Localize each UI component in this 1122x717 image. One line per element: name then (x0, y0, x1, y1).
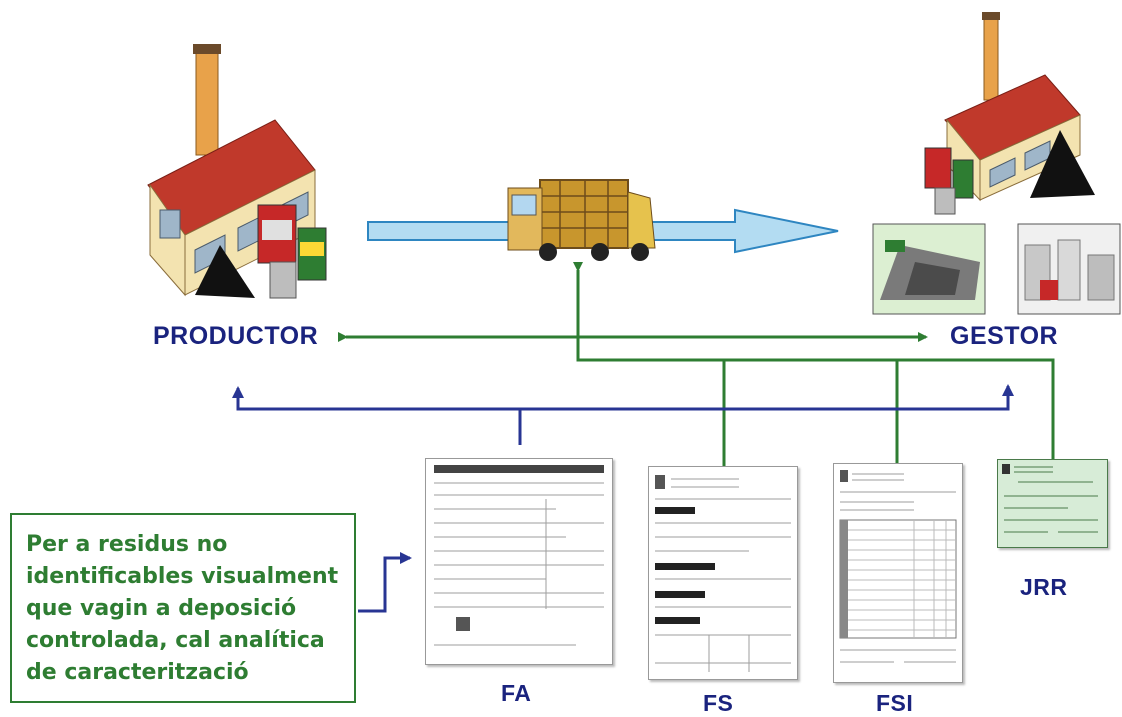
note-line: que vagin a deposició (26, 596, 297, 621)
note-line: de caracterització (26, 660, 249, 685)
blue-connectors (232, 384, 1014, 613)
jrr-card (997, 459, 1108, 548)
green-connectors (338, 262, 1055, 470)
fsi-label: FSI (876, 690, 914, 716)
productor-label: PRODUCTOR (153, 322, 319, 350)
gestor-label: GESTOR (950, 322, 1059, 350)
note-line: Per a residus no (26, 532, 228, 557)
fa-label: FA (501, 680, 532, 706)
fs-document (648, 466, 798, 680)
truck-icon (507, 179, 656, 261)
jrr-label: JRR (1020, 574, 1068, 600)
fa-document (425, 458, 613, 665)
analysis-note: Per a residus no identificables visualme… (10, 513, 356, 703)
productor-factory-icon (147, 44, 327, 299)
note-line: identificables visualment (26, 564, 339, 589)
landfill-thumbnail (872, 223, 986, 315)
fs-label: FS (703, 690, 734, 716)
fsi-document (833, 463, 963, 683)
facility-thumbnail (1017, 223, 1121, 315)
note-line: controlada, cal analítica (26, 628, 325, 653)
gestor-factory-icon (924, 12, 1095, 215)
